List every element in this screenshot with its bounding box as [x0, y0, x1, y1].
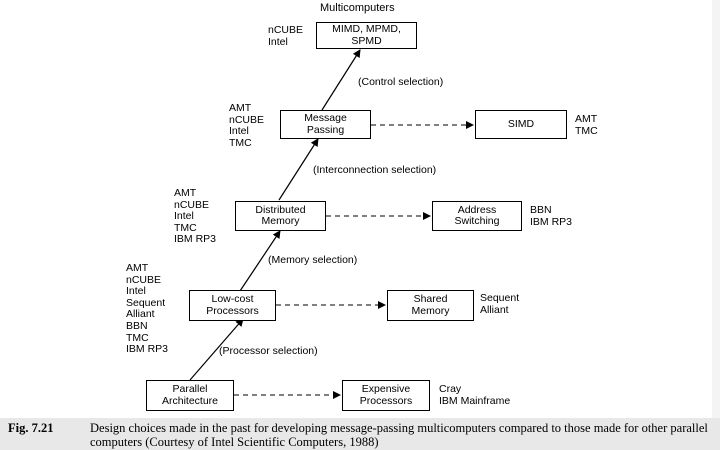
box-parallel-architecture-label: Parallel Architecture	[161, 383, 219, 407]
box-low-cost-processors: Low-cost Processors	[189, 290, 276, 321]
box-address-switching-label: Address Switching	[454, 203, 500, 227]
vendors-expensive: Cray IBM Mainframe	[439, 383, 511, 407]
vendor-item: TMC	[229, 136, 252, 149]
arrow-parallel-to-lowcost	[189, 318, 244, 381]
vendor-item: nCUBE	[268, 24, 304, 36]
vendors-distributed-memory: AMT nCUBE Intel TMC IBM RP3	[174, 187, 217, 246]
box-expensive-label: Expensive Processors	[359, 383, 413, 407]
vendor-item: AMT	[126, 262, 149, 274]
vendor-item: nCUBE	[174, 198, 210, 211]
arrow-lowcost-to-distributed	[239, 230, 281, 292]
vendor-item: BBN	[126, 319, 148, 332]
vendor-item: AMT	[229, 102, 252, 114]
vendor-item: TMC	[575, 124, 598, 137]
box-mimd-mpmd-spmd: MIMD, MPMD, SPMD	[316, 22, 417, 49]
box-address-switching: Address Switching	[432, 201, 522, 231]
vendor-item: Sequent	[126, 296, 166, 309]
vendors-mimd: nCUBE Intel	[268, 24, 304, 48]
box-low-cost-label: Low-cost Processors	[206, 293, 259, 317]
vendor-item: Alliant	[480, 303, 509, 316]
vendor-item: BBN	[530, 204, 552, 216]
multicomputers-title: Multicomputers	[320, 2, 395, 14]
box-shared-memory: Shared Memory	[387, 290, 474, 321]
vendor-item: AMT	[575, 113, 598, 125]
arrow-distributed-to-message	[278, 138, 319, 201]
vendor-item: nCUBE	[126, 273, 162, 286]
vendor-item: Intel	[229, 125, 249, 138]
box-simd-label: SIMD	[507, 117, 535, 130]
vendor-item: AMT	[174, 187, 197, 199]
memory-selection-label: (Memory selection)	[268, 254, 358, 266]
interconnection-selection-label: (Interconnection selection)	[313, 164, 437, 176]
arrow-message-to-mimd	[321, 49, 361, 111]
vendor-item: nCUBE	[229, 113, 265, 126]
vendors-simd: AMT TMC	[575, 113, 598, 137]
box-message-passing-label: Message Passing	[304, 112, 347, 136]
vendor-item: IBM RP3	[174, 233, 217, 246]
figure-number: Fig. 7.21	[8, 421, 54, 435]
vendor-item: IBM Mainframe	[439, 394, 511, 407]
vendor-item: Intel	[268, 35, 288, 48]
box-expensive-processors: Expensive Processors	[342, 380, 430, 411]
vendor-item: Cray	[439, 383, 462, 395]
box-distributed-memory-label: Distributed Memory	[255, 203, 306, 227]
box-parallel-architecture: Parallel Architecture	[146, 380, 234, 411]
page-edge	[712, 0, 720, 450]
vendor-item: Sequent	[480, 292, 520, 304]
caption-text: Design choices made in the past for deve…	[90, 421, 708, 449]
vendors-address-switching: BBN IBM RP3	[530, 204, 573, 228]
vendor-item: IBM RP3	[530, 215, 573, 228]
control-selection-label: (Control selection)	[358, 76, 444, 88]
caption-band	[0, 418, 720, 450]
figure-caption: Fig. 7.21 Design choices made in the past…	[8, 421, 714, 449]
box-mimd-label: MIMD, MPMD, SPMD	[332, 23, 401, 47]
vendors-shared-memory: Sequent Alliant	[480, 292, 520, 316]
vendor-item: Alliant	[126, 308, 155, 321]
vendor-item: TMC	[174, 221, 197, 234]
vendors-message-passing: AMT nCUBE Intel TMC	[229, 102, 265, 149]
vendor-item: Intel	[174, 210, 194, 223]
box-distributed-memory: Distributed Memory	[235, 201, 326, 231]
box-simd: SIMD	[475, 110, 567, 139]
processor-selection-label: (Processor selection)	[219, 345, 318, 357]
box-shared-memory-label: Shared Memory	[411, 293, 450, 317]
vendor-item: TMC	[126, 331, 149, 344]
vendors-low-cost: AMT nCUBE Intel Sequent Alliant BBN TMC …	[126, 262, 169, 356]
vendor-item: IBM RP3	[126, 343, 169, 356]
box-message-passing: Message Passing	[280, 110, 371, 139]
vendor-item: Intel	[126, 285, 146, 298]
